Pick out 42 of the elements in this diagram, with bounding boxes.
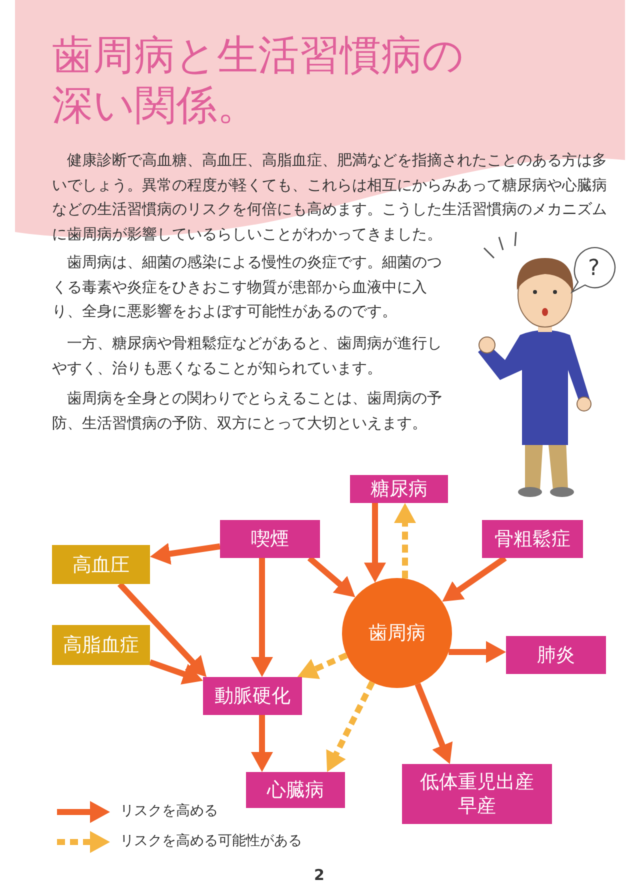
node-label: 低体重児出産 <box>420 770 534 794</box>
node-label: 高血圧 <box>72 552 130 576</box>
node-label: 肺炎 <box>537 643 575 667</box>
arrow <box>149 659 203 685</box>
label-box <box>246 772 345 808</box>
arrow <box>414 682 453 764</box>
node-label: 高脂血症 <box>63 633 139 657</box>
page-title: 歯周病と生活習慣病の深い関係。 <box>52 30 465 130</box>
arrow <box>150 542 220 565</box>
node-label: 動脈硬化 <box>214 684 290 708</box>
node-label: 喫煙 <box>251 527 289 551</box>
page-number: 2 <box>314 866 324 884</box>
dashed-arrow <box>394 503 416 579</box>
dashed-arrow <box>326 680 375 772</box>
label-box <box>402 764 552 824</box>
dashed-arrow <box>297 652 348 679</box>
label-box <box>220 520 320 558</box>
node-label: 糖尿病 <box>370 477 428 501</box>
label-box <box>506 636 606 674</box>
question-mark: ? <box>588 256 600 281</box>
legend-label: リスクを高める可能性がある <box>120 832 302 850</box>
body-paragraph: 歯周病は、細菌の感染による慢性の炎症です。細菌のつくる毒素や炎症をひきおこす物質が患部から血液中に入り、全身に悪影響をおよぼす可能性があるのです。 <box>52 252 444 322</box>
label-box <box>52 545 150 584</box>
node-label: 骨粗鬆症 <box>494 527 570 551</box>
arrow <box>251 715 273 772</box>
arrow <box>448 641 506 663</box>
label-box <box>52 625 150 665</box>
node-label: 歯周病 <box>368 621 426 645</box>
body-paragraph: 健康診断で高血糖、高血圧、高脂血症、肥満などを指摘されたことのある方は多いでしょう。異常の程度が軽くても、これらは相互にからみあって糖尿病や心臓病などの生活習慣病のリスクを何倍にも高めます。こうした生活習慣病のメカニズムに歯周病が影響しているらしいことがわかってきました。 <box>52 150 608 245</box>
body-paragraph: 歯周病を全身との関わりでとらえることは、歯周病の予防、生活習慣病の予防、双方にとって大切といえます。 <box>52 388 444 434</box>
node-label: 心臓病 <box>267 778 324 802</box>
label-box <box>203 677 302 715</box>
label-box <box>482 520 583 558</box>
legend-label: リスクを高める <box>120 802 218 820</box>
label-box <box>350 475 448 503</box>
arrow <box>251 558 273 677</box>
node-label: 早産 <box>458 794 496 818</box>
arrow <box>364 503 386 583</box>
arrow <box>442 556 507 602</box>
body-paragraph: 一方、糖尿病や骨粗鬆症などがあると、歯周病が進行しやすく、治りも悪くなることが知られています。 <box>52 333 444 379</box>
arrow <box>117 582 207 677</box>
arrow <box>307 556 356 598</box>
